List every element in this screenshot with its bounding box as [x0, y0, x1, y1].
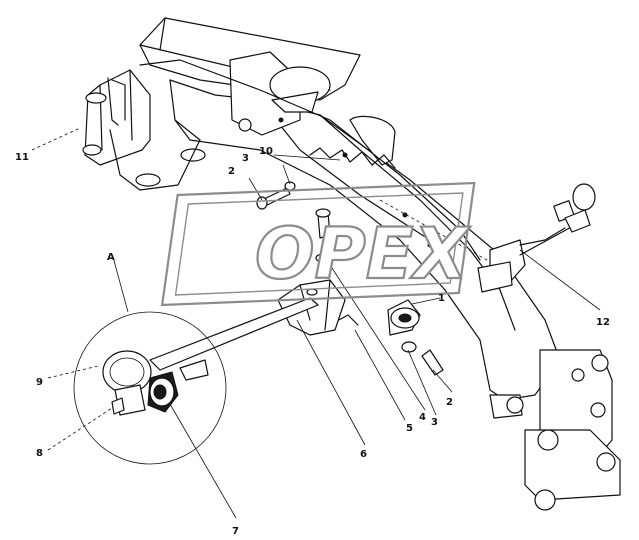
watermark-logo: OPEX [160, 181, 476, 307]
lamp-bracket-center [387, 299, 444, 376]
callout-1: 1 [438, 293, 445, 304]
callout-9: 9 [36, 377, 43, 388]
callout-3-lower: 3 [431, 417, 438, 428]
callout-11: 11 [15, 152, 29, 163]
boom-arm [82, 17, 621, 511]
lamp-arm [149, 297, 319, 381]
callout-8: 8 [36, 448, 43, 459]
rear-connector-assembly [477, 183, 596, 293]
detail-view-A [73, 311, 227, 465]
callout-2-upper: 2 [228, 166, 235, 177]
callout-2-lower: 2 [446, 397, 453, 408]
callout-7: 7 [232, 526, 239, 537]
callout-3-upper: 3 [242, 153, 249, 164]
callout-10: 10 [259, 146, 273, 157]
callout-6: 6 [360, 449, 367, 460]
leader-lines [31, 127, 601, 519]
bolt-2-upper [256, 181, 296, 210]
callout-4: 4 [419, 412, 426, 423]
callout-labels: A 1 2 2 3 3 4 5 6 7 8 9 10 11 12 [15, 146, 610, 537]
callout-5: 5 [406, 423, 413, 434]
callout-A: A [107, 252, 115, 263]
watermark-text: OPEX [255, 213, 471, 295]
callout-12: 12 [596, 317, 610, 328]
